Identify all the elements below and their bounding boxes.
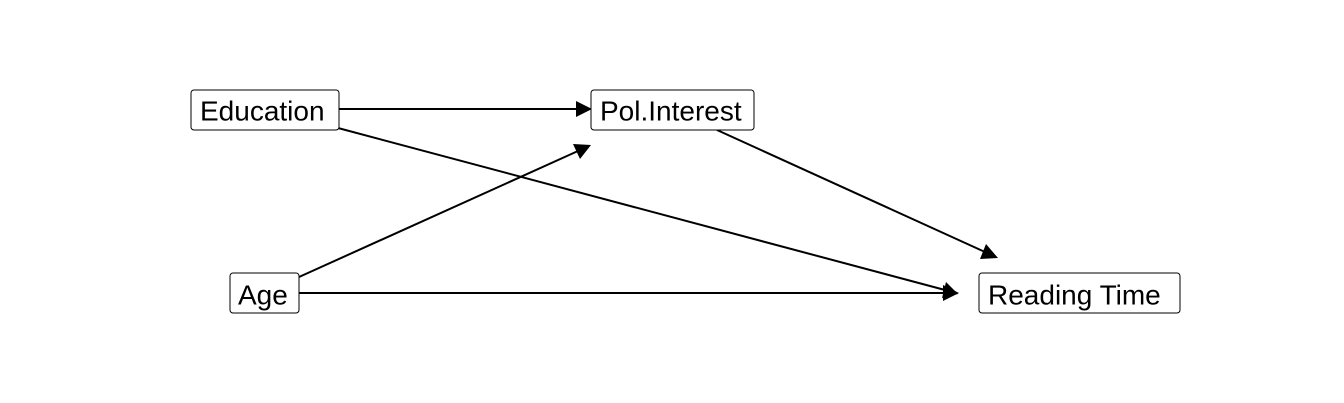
node-reading-time-label: Reading Time xyxy=(988,280,1161,311)
node-reading-time: Reading Time xyxy=(978,272,1181,314)
node-age: Age xyxy=(229,272,300,314)
node-education-label: Education xyxy=(200,96,325,127)
edge-education-to-pol-interest xyxy=(339,101,592,117)
node-age-label: Age xyxy=(238,280,288,311)
node-pol-interest: Pol.Interest xyxy=(590,89,755,131)
node-education: Education xyxy=(190,89,340,131)
edge-age-to-pol-interest xyxy=(298,144,591,278)
node-pol-interest-label: Pol.Interest xyxy=(600,96,742,127)
edge-education-to-reading-time xyxy=(337,127,958,298)
edge-pol-interest-to-reading-time xyxy=(716,129,998,259)
edge-age-to-reading-time xyxy=(299,285,959,301)
